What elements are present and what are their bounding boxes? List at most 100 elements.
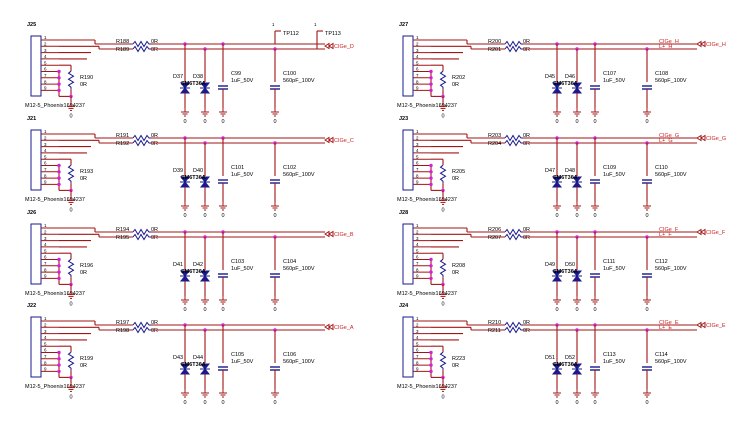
resistor-ref: R197 [116,320,129,326]
diode-triangle [179,270,191,277]
pin-number: 1 [416,316,419,321]
ground-symbol: 0 [271,389,279,406]
net-label: CIGe_G [659,133,679,139]
cap-value: 1uF_50V [231,359,254,365]
pin-number: 1 [44,223,47,228]
ground-symbol: 0 [67,102,75,119]
diode-ref: D40 [193,168,203,174]
diode-triangle [199,82,211,89]
resistor-value: 0R [523,320,530,326]
pin-number: 3 [44,329,47,334]
junction-dot [69,282,73,287]
ground-symbol: 0 [643,296,651,313]
ground-label: 0 [203,400,206,406]
junction-dot [57,369,61,374]
pin-number: 9 [44,180,47,185]
resistor-ref: R195 [116,235,129,241]
net-label: CIGe_H [659,39,679,45]
ground-symbol: 0 [573,389,581,406]
ground-symbol: 0 [201,389,209,406]
resistor [504,139,523,147]
net-flag-arrows [324,230,334,238]
circuit-block-j27: J27123456789M12-5_Phoenix1694237R2020R0R… [397,22,726,125]
ground-symbol: 0 [553,389,561,406]
diode-ref: D48 [565,168,575,174]
resistor-ref: R194 [116,227,129,233]
pulldown-ref: R193 [80,169,93,175]
pulldown-resistor [439,70,447,90]
diode-triangle [199,363,211,370]
junction-dot [57,264,61,268]
cap-value: 1uF_50V [603,359,626,365]
junction-dot [57,76,61,80]
pulldown-ref: R205 [452,169,465,175]
cap-value: 1uF_50V [603,172,626,178]
net-flag-arrows [324,323,334,331]
resistor [504,233,523,241]
ground-symbol: 0 [591,296,599,313]
capacitor [642,179,652,184]
cap-value: 1uF_50V [231,78,254,84]
connector-ref: J21 [27,116,36,122]
pin-number: 4 [44,148,47,153]
diode-part: SM6T36A [553,81,578,87]
resistor-ref: R188 [116,39,129,45]
ground-symbol: 0 [591,202,599,219]
ground-symbol: 0 [271,108,279,125]
ground-label: 0 [183,307,186,313]
connector-body [402,223,414,285]
diode-triangle [199,270,211,277]
pin-number: 2 [44,136,47,141]
diode-triangle [199,275,211,282]
net-name: CIGe_C [334,138,354,144]
diode-part: SM6T36A [181,175,206,181]
ground-label: 0 [273,307,276,313]
pulldown-value: 0R [452,363,459,369]
connector-ref: J28 [399,210,408,216]
pin-number: 4 [416,148,419,153]
junction-dot [429,363,433,367]
ground-label: 0 [273,213,276,219]
resistor-value: 0R [523,227,530,233]
ground-label: 0 [441,113,444,119]
net-flag: CIGe_D [324,42,354,50]
ground-label: 0 [593,119,596,125]
resistor-ref: R198 [116,328,129,334]
diode-ref: D44 [193,355,203,361]
connector-model: M12-5_Phoenix1694237 [397,291,457,297]
pin-number: 1 [416,223,419,228]
diode-part: SM6T36A [553,269,578,275]
circuit-block-j24: J24123456789M12-5_Phoenix1694237R2230R0R… [397,303,726,406]
resistor-value: 0R [151,141,158,147]
ground-label: 0 [69,301,72,307]
junction-dot [57,350,61,355]
resistor-value: 0R [151,47,158,53]
ground-symbol: 0 [271,202,279,219]
pin-number: 1 [44,35,47,40]
pin-number: 1 [44,316,47,321]
junction-dot [429,257,433,262]
cap-ref: C104 [283,259,296,265]
ground-label: 0 [221,400,224,406]
diode-ref: D42 [193,262,203,268]
ground-label: 0 [69,207,72,213]
ground-label: 0 [645,213,648,219]
ground-label: 0 [593,307,596,313]
diode-part: SM6T36A [181,81,206,87]
pin-number: 7 [44,261,47,266]
tp-pin: 1 [272,22,275,27]
cap-value: 560pF_100V [283,266,315,272]
pulldown-value: 0R [80,82,87,88]
diode-ref: D39 [173,168,183,174]
connector-ref: J25 [27,22,36,28]
junction-dot [57,163,61,168]
tvs-diode [199,82,211,94]
resistor-value: 0R [523,235,530,241]
junction-dot [429,369,433,374]
resistor-ref: R192 [116,141,129,147]
ground-label: 0 [273,400,276,406]
diode-ref: D38 [193,74,203,80]
pin-number: 6 [416,67,419,72]
resistor-value: 0R [151,133,158,139]
pin-number: 2 [416,42,419,47]
